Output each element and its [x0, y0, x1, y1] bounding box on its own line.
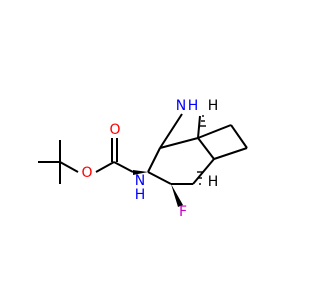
wedge-nh	[133, 170, 148, 175]
atom-h-carbamate: H	[135, 187, 146, 203]
bond-c7-c6	[230, 124, 248, 149]
stereo-h-bottom: H	[208, 174, 219, 190]
bond-o-carbonylc	[95, 161, 115, 173]
bond-c3-c4	[147, 171, 172, 185]
atom-n-bridge: N	[176, 98, 186, 114]
tropane-skeleton	[147, 113, 248, 185]
hashed-stereo-bonds	[197, 115, 206, 185]
bond-c2-c1	[159, 137, 199, 149]
atom-labels: N H O O N H F H H	[81, 98, 218, 220]
tert-butyl-group	[38, 140, 79, 184]
stereo-h-top: H	[208, 98, 219, 114]
atom-o-ether: O	[81, 165, 92, 181]
bond-c6-c5	[213, 147, 248, 160]
wedge-bonds	[133, 170, 183, 207]
atom-h-bridge: H	[188, 98, 199, 114]
bond-tbu-o	[59, 161, 79, 173]
atom-f: F	[179, 204, 187, 220]
atom-n-carbamate: N	[135, 173, 145, 189]
atom-o-carbonyl: O	[109, 122, 120, 138]
bond-n-c2	[159, 113, 183, 149]
carbamate-group	[95, 138, 134, 173]
bond-c3-c2	[147, 147, 161, 173]
structure-diagram: N H O O N H F H H	[38, 98, 248, 220]
bond-c-nh	[113, 161, 134, 173]
wedge-f	[171, 184, 183, 207]
bond-c5-c4	[192, 158, 215, 185]
bond-c1-c7	[197, 124, 232, 139]
bond-c5-c1	[197, 137, 215, 160]
molecule-canvas: N H O O N H F H H	[38, 98, 248, 220]
bond-n-c1	[197, 115, 201, 139]
